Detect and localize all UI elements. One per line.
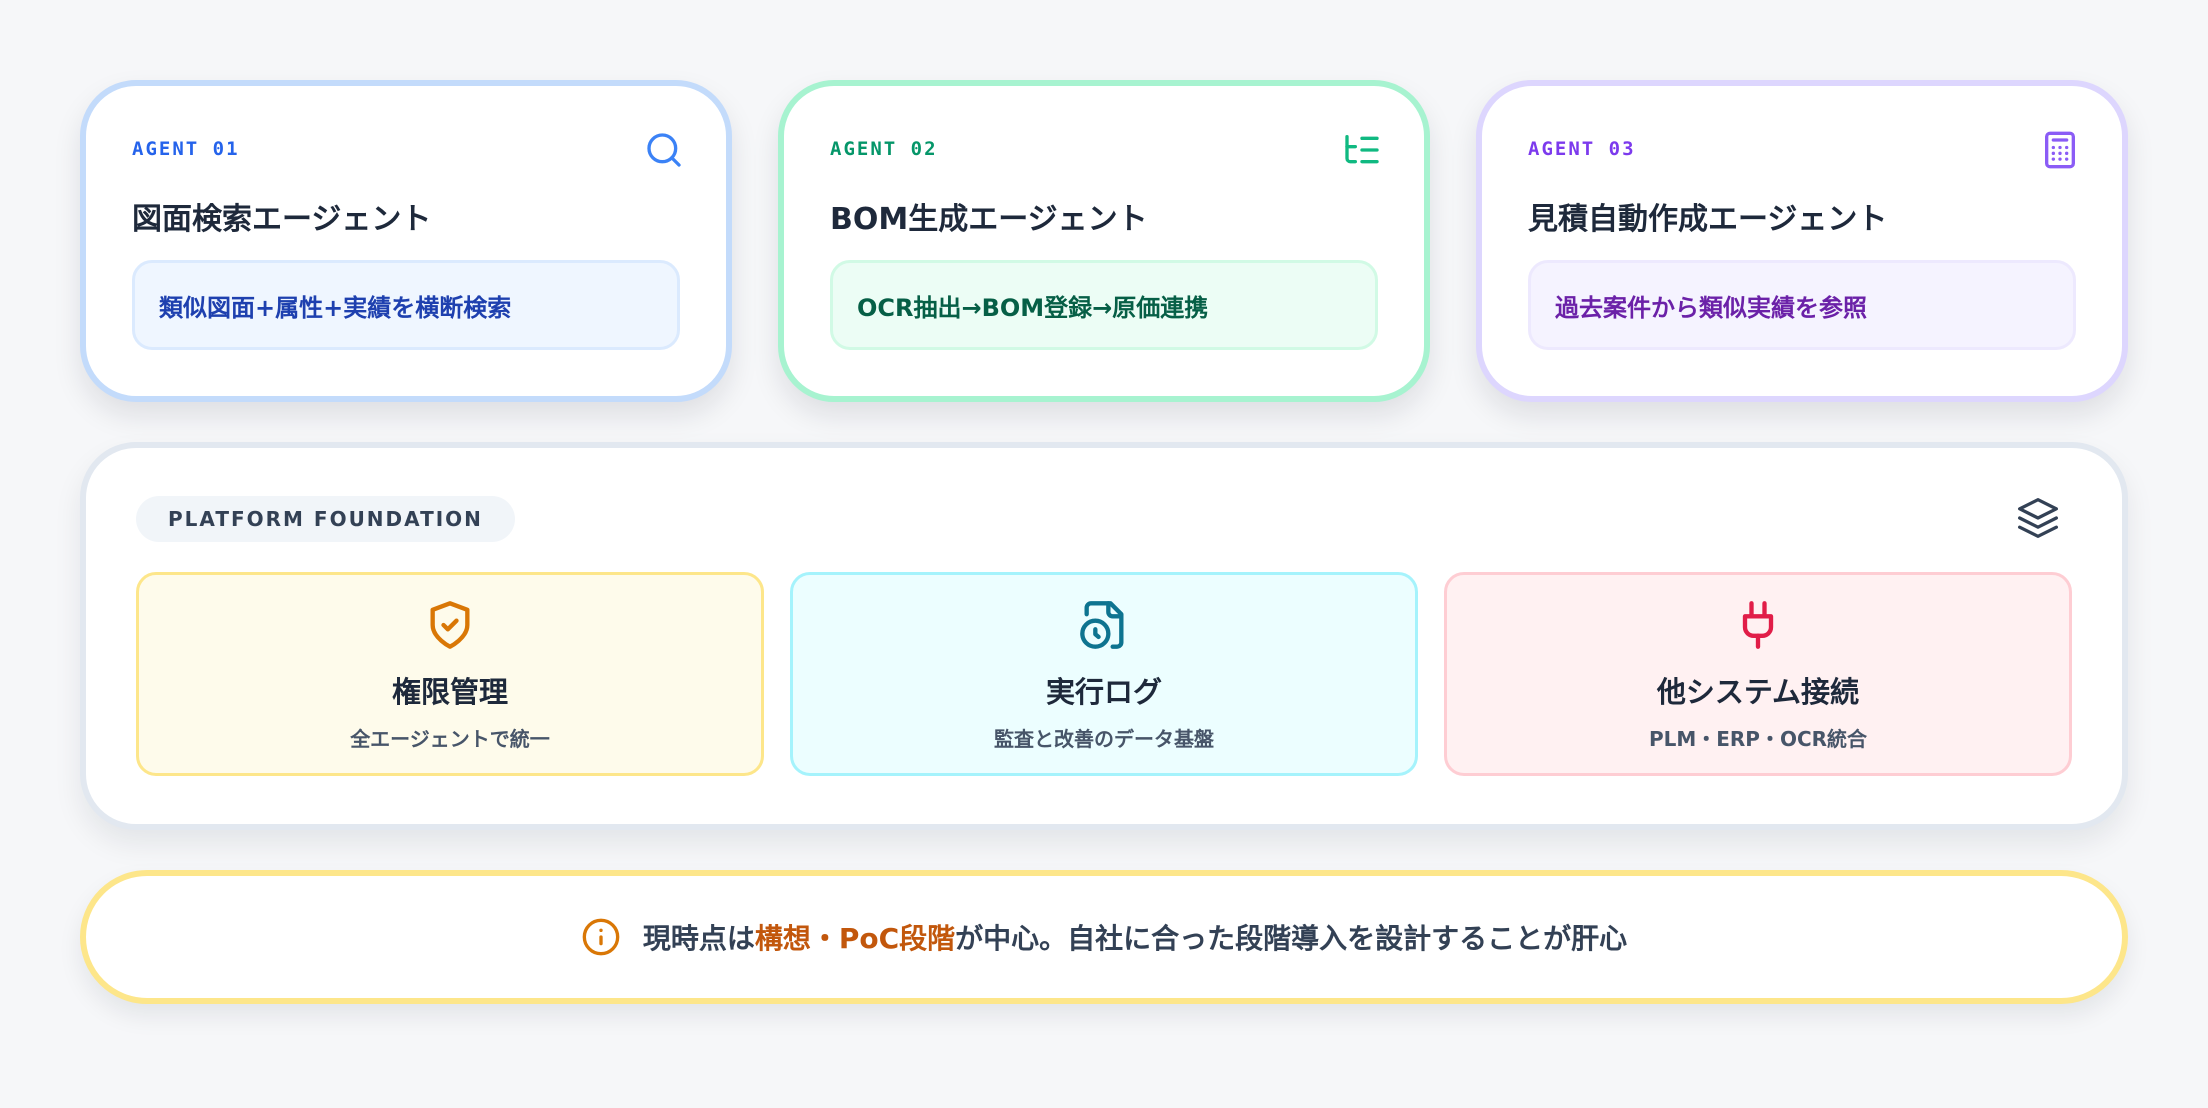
module-system-integration: 他システム接続 PLM・ERP・OCR統合 — [1444, 572, 2072, 776]
module-title: 他システム接続 — [1656, 675, 1860, 709]
module-subtitle: 監査と改善のデータ基盤 — [994, 727, 1214, 751]
module-execution-log: 実行ログ 監査と改善のデータ基盤 — [790, 572, 1418, 776]
file-clock-icon — [1080, 601, 1124, 649]
plug-icon — [1742, 601, 1774, 649]
agent-title: 図面検索エージェント — [132, 202, 432, 237]
platform-foundation: PLATFORM FOUNDATION 権限管理 全エージェントで統一 — [80, 442, 2128, 830]
agent-title: 見積自動作成エージェント — [1528, 202, 1888, 237]
note-highlight: 構想・PoC段階 — [754, 922, 956, 955]
foundation-modules: 権限管理 全エージェントで統一 実行ログ 監査と改善のデータ基盤 — [136, 572, 2072, 776]
agent-tag: AGENT 03 — [1528, 138, 1636, 160]
agent-description: 類似図面+属性+実績を横断検索 — [132, 260, 680, 350]
shield-check-icon — [430, 601, 470, 649]
agent-title: BOM生成エージェント — [830, 202, 1148, 237]
agent-platform-diagram: AGENT 01 図面検索エージェント 類似図面+属性+実績を横断検索 AGEN… — [80, 80, 2128, 1004]
calculator-icon — [2045, 131, 2075, 169]
agent-description: OCR抽出→BOM登録→原価連携 — [830, 260, 1378, 350]
module-title: 実行ログ — [1045, 675, 1162, 709]
agent-card-bom-generation: AGENT 02 BOM生成エージェント OCR抽出→BOM登録→原価連携 — [778, 80, 1430, 402]
layers-icon — [2018, 498, 2058, 538]
agent-card-drawing-search: AGENT 01 図面検索エージェント 類似図面+属性+実績を横断検索 — [80, 80, 732, 402]
agent-card-quote-creation: AGENT 03 見積自動作成エージェント 過去案件から類似実績を参照 — [1476, 80, 2128, 402]
info-icon — [582, 918, 620, 956]
module-subtitle: 全エージェントで統一 — [350, 727, 550, 751]
agent-description: 過去案件から類似実績を参照 — [1528, 260, 2076, 350]
search-icon — [647, 133, 681, 167]
status-note: 現時点は構想・PoC段階が中心。自社に合った段階導入を設計することが肝心 — [80, 870, 2128, 1004]
module-permissions: 権限管理 全エージェントで統一 — [136, 572, 764, 776]
agent-tag: AGENT 01 — [132, 138, 240, 160]
note-text: 現時点は構想・PoC段階が中心。自社に合った段階導入を設計することが肝心 — [643, 917, 1627, 957]
foundation-label: PLATFORM FOUNDATION — [136, 496, 515, 542]
note-suffix: が中心。自社に合った段階導入を設計することが肝心 — [955, 922, 1628, 955]
agent-row: AGENT 01 図面検索エージェント 類似図面+属性+実績を横断検索 AGEN… — [80, 80, 2128, 402]
list-tree-icon — [1345, 135, 1379, 164]
module-subtitle: PLM・ERP・OCR統合 — [1648, 727, 1868, 751]
agent-tag: AGENT 02 — [830, 138, 938, 160]
module-title: 権限管理 — [391, 675, 508, 709]
note-prefix: 現時点は — [642, 922, 755, 955]
